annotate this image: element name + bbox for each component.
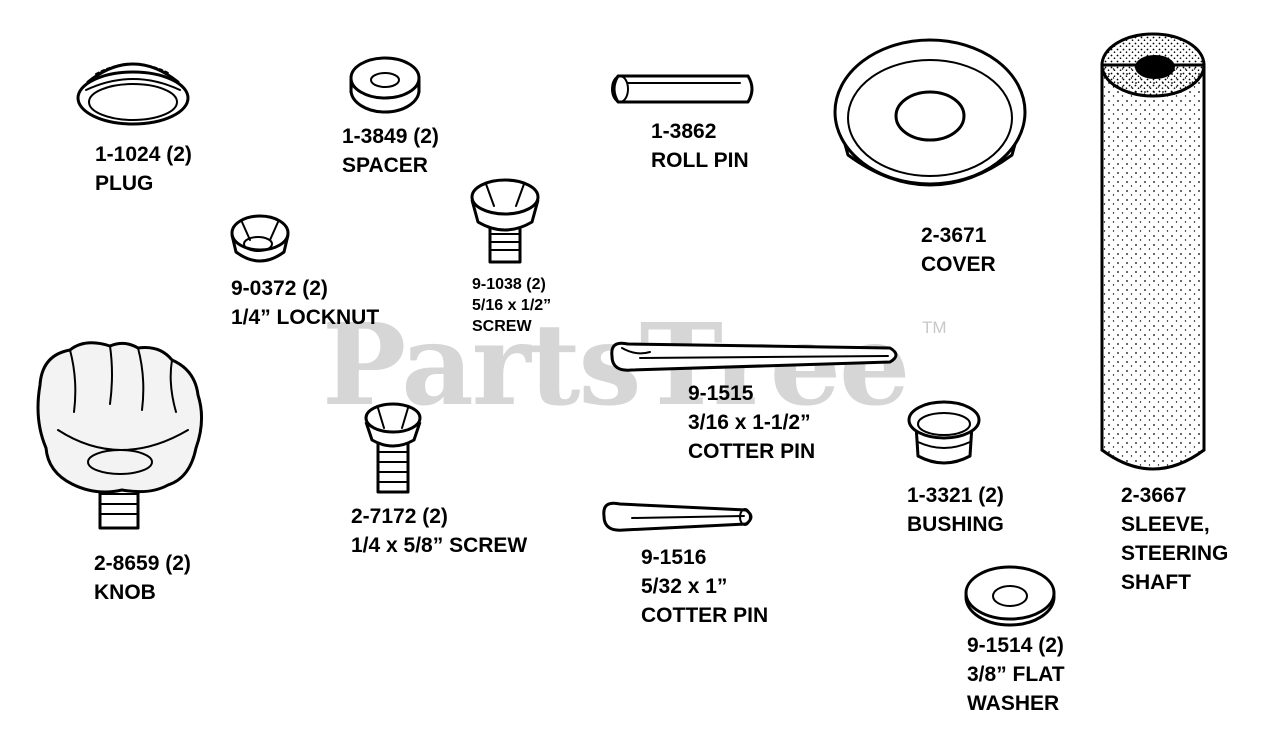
cotter-pin-short-part-number: 9-1516: [641, 546, 707, 569]
sleeve-part-name-2: STEERING: [1121, 542, 1229, 565]
cotter-pin-short-drawing: [602, 501, 753, 532]
washer-label: 9-1514 (2) 3/8” FLAT WASHER: [967, 631, 1065, 718]
knob-label: 2-8659 (2) KNOB: [94, 549, 191, 607]
cotter-pin-short-part-name: COTTER PIN: [641, 604, 769, 627]
washer-drawing: [964, 565, 1056, 627]
plug-part-name: PLUG: [95, 172, 154, 195]
knob-part-number: 2-8659 (2): [94, 552, 191, 575]
screw-part-number: 2-7172 (2): [351, 505, 448, 528]
screw-small-size: 5/16 x 1/2”: [472, 297, 552, 314]
cotter-pin-short-label: 9-1516 5/32 x 1” COTTER PIN: [641, 543, 768, 630]
cotter-pin-long-size: 3/16 x 1-1/2”: [688, 411, 811, 434]
cover-drawing: [833, 38, 1027, 187]
plug-part-number: 1-1024 (2): [95, 143, 192, 166]
spacer-part-number: 1-3849 (2): [342, 125, 439, 148]
screw-small-drawing: [470, 178, 540, 264]
screw-drawing: [364, 402, 422, 494]
washer-size: 3/8” FLAT: [967, 663, 1065, 686]
roll-pin-part-number: 1-3862: [651, 120, 717, 143]
screw-small-label: 9-1038 (2) 5/16 x 1/2” SCREW: [472, 274, 551, 337]
bushing-drawing: [907, 400, 981, 465]
washer-part-number: 9-1514 (2): [967, 634, 1064, 657]
knob-drawing: [36, 341, 203, 530]
locknut-part-number: 9-0372 (2): [231, 277, 328, 300]
screw-label: 2-7172 (2) 1/4 x 5/8” SCREW: [351, 502, 527, 560]
screw-part-name: 1/4 x 5/8” SCREW: [351, 534, 528, 557]
cotter-pin-long-drawing: [610, 341, 898, 372]
cotter-pin-long-part-name: COTTER PIN: [688, 440, 816, 463]
washer-part-name: WASHER: [967, 692, 1060, 715]
cover-label: 2-3671 COVER: [921, 221, 996, 279]
sleeve-part-name: SLEEVE,: [1121, 513, 1210, 536]
cotter-pin-short-size: 5/32 x 1”: [641, 575, 728, 598]
knob-part-name: KNOB: [94, 581, 156, 604]
roll-pin-part-name: ROLL PIN: [651, 149, 749, 172]
bushing-part-number: 1-3321 (2): [907, 484, 1004, 507]
cover-part-number: 2-3671: [921, 224, 987, 247]
locknut-part-name: 1/4” LOCKNUT: [231, 306, 380, 329]
screw-small-part-name: SCREW: [472, 318, 532, 335]
plug-label: 1-1024 (2) PLUG: [95, 140, 192, 198]
spacer-part-name: SPACER: [342, 154, 428, 177]
screw-small-part-number: 9-1038 (2): [472, 276, 546, 293]
bushing-part-name: BUSHING: [907, 513, 1004, 536]
bushing-label: 1-3321 (2) BUSHING: [907, 481, 1004, 539]
spacer-label: 1-3849 (2) SPACER: [342, 122, 439, 180]
cotter-pin-long-label: 9-1515 3/16 x 1-1/2” COTTER PIN: [688, 379, 815, 466]
spacer-drawing: [349, 56, 421, 114]
sleeve-label: 2-3667 SLEEVE, STEERING SHAFT: [1121, 481, 1228, 597]
trademark-mark: TM: [922, 318, 947, 337]
sleeve-drawing: [1100, 32, 1206, 471]
cover-part-name: COVER: [921, 253, 996, 276]
roll-pin-label: 1-3862 ROLL PIN: [651, 117, 749, 175]
plug-drawing: [76, 62, 190, 126]
cotter-pin-long-part-number: 9-1515: [688, 382, 754, 405]
roll-pin-drawing: [611, 74, 754, 104]
sleeve-part-number: 2-3667: [1121, 484, 1187, 507]
locknut-label: 9-0372 (2) 1/4” LOCKNUT: [231, 274, 379, 332]
sleeve-part-name-3: SHAFT: [1121, 571, 1191, 594]
locknut-drawing: [230, 214, 290, 263]
